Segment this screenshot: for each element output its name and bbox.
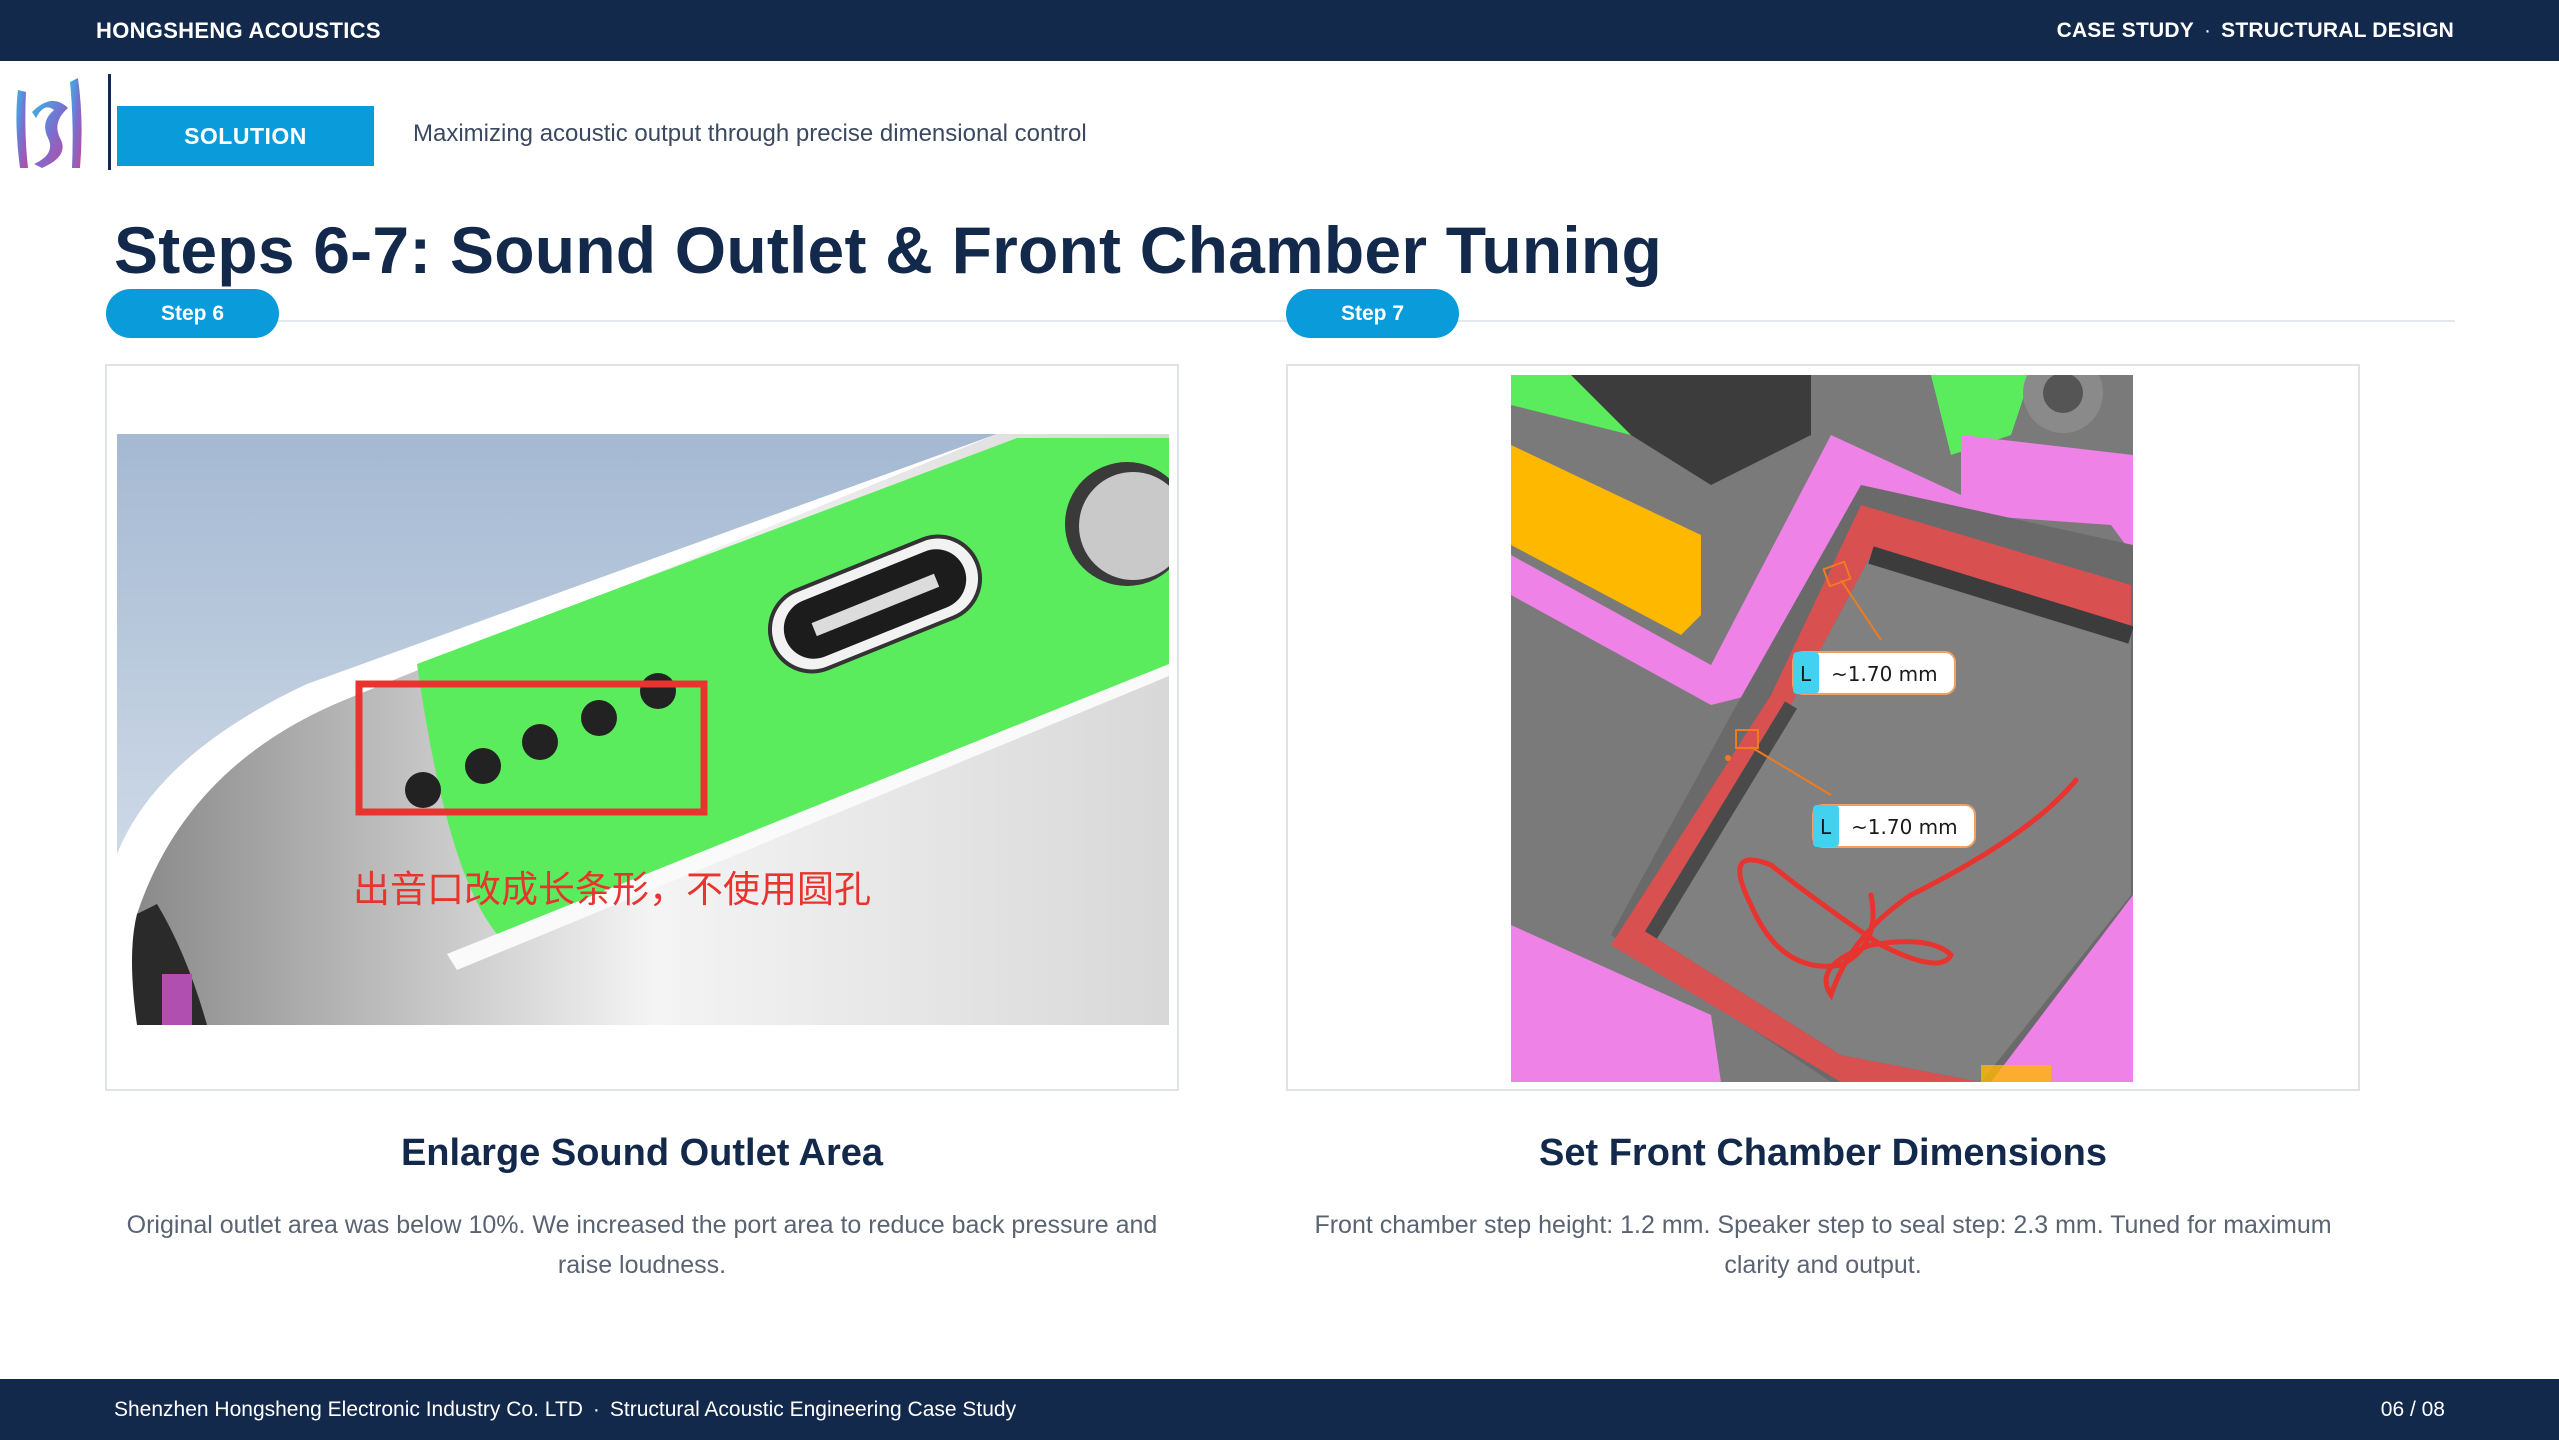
step-7-heading: Set Front Chamber Dimensions bbox=[1539, 1132, 2107, 1174]
solution-tag: SOLUTION bbox=[117, 106, 374, 166]
step-7-description: Front chamber step height: 1.2 mm. Speak… bbox=[1314, 1211, 2332, 1279]
measurement-2-prefix: L bbox=[1820, 815, 1832, 839]
page-number: 06 / 08 bbox=[2380, 1398, 2445, 1421]
page-subtitle: Maximizing acoustic output through preci… bbox=[413, 120, 1087, 147]
footer-bar: Shenzhen Hongsheng Electronic Industry C… bbox=[0, 1379, 2559, 1440]
cad-annotation-text: 出音口改成长条形，不使用圆孔 bbox=[353, 868, 871, 911]
header-breadcrumb: CASE STUDY · STRUCTURAL DESIGN bbox=[2057, 0, 2454, 61]
footer-credits: Shenzhen Hongsheng Electronic Industry C… bbox=[114, 1379, 1016, 1440]
measurement-1-value: ~1.70 mm bbox=[1831, 662, 1938, 686]
measurement-1-prefix: L bbox=[1800, 662, 1812, 686]
step-7-pill: Step 7 bbox=[1286, 289, 1459, 338]
header-subsection: STRUCTURAL DESIGN bbox=[2221, 19, 2454, 42]
footer-company: Shenzhen Hongsheng Electronic Industry C… bbox=[114, 1398, 583, 1421]
measurement-label-1: L ~1.70 mm bbox=[1792, 651, 1956, 695]
front-chamber-cad-image: L ~1.70 mm L ~1.70 mm bbox=[1511, 375, 2133, 1082]
footer-separator: · bbox=[592, 1398, 600, 1421]
brand-name: HONGSHENG ACOUSTICS bbox=[96, 18, 381, 43]
step-6-heading: Enlarge Sound Outlet Area bbox=[400, 1132, 884, 1174]
sound-outlet-cad-image: 出音口改成长条形，不使用圆孔 bbox=[117, 434, 1169, 1025]
step-6-description: Original outlet area was below 10%. We i… bbox=[126, 1211, 1158, 1279]
measurement-2-value: ~1.70 mm bbox=[1851, 815, 1958, 839]
page-title: Steps 6-7: Sound Outlet & Front Chamber … bbox=[114, 213, 1662, 287]
footer-document: Structural Acoustic Engineering Case Stu… bbox=[609, 1398, 1017, 1421]
step-6-pill: Step 6 bbox=[106, 289, 279, 338]
measurement-label-2: L ~1.70 mm bbox=[1812, 804, 1976, 848]
top-bar: HONGSHENG ACOUSTICS CASE STUDY · STRUCTURA… bbox=[0, 0, 2559, 61]
header-separator: · bbox=[2203, 19, 2212, 42]
company-logo bbox=[16, 74, 111, 170]
header-section: CASE STUDY bbox=[2056, 19, 2194, 42]
